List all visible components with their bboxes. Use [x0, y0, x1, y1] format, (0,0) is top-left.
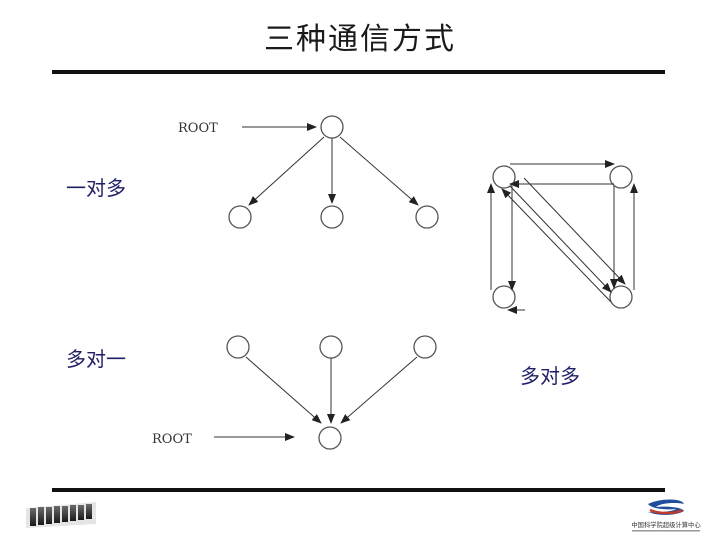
node-bottom-right [609, 285, 633, 309]
one-to-many-diagram: ROOT [178, 115, 439, 229]
many-to-one-label: 多对一 [66, 347, 126, 371]
source-node [319, 335, 343, 359]
root-node [318, 426, 342, 450]
edge-arrow [339, 136, 419, 206]
one-to-many-label: 一对多 [66, 176, 126, 200]
edge-arrow [509, 185, 612, 293]
logo-caption: 中国科学院超级计算中心 [631, 520, 701, 529]
edge-arrow [501, 188, 612, 303]
edge-arrow [523, 177, 626, 285]
root-node [320, 115, 344, 139]
edge-arrow [245, 356, 322, 424]
source-node [226, 335, 250, 359]
node-top-left [492, 165, 516, 189]
leaf-node [228, 205, 252, 229]
page-title: 三种通信方式 [264, 22, 456, 57]
node-top-right [609, 165, 633, 189]
one-to-many-root-label: ROOT [178, 121, 218, 136]
leaf-node [320, 205, 344, 229]
node-bottom-left [492, 285, 516, 309]
many-to-many-label: 多对多 [520, 364, 580, 388]
footer-divider [52, 488, 665, 492]
institution-logo: 中国科学院超级计算中心 [631, 499, 701, 532]
source-node [413, 335, 437, 359]
edge-arrow [340, 356, 418, 424]
server-rack-image [26, 502, 96, 528]
many-to-one-root-label: ROOT [152, 432, 192, 447]
many-to-many-diagram [487, 160, 638, 314]
leaf-node [415, 205, 439, 229]
edge-arrow [248, 136, 325, 206]
many-to-one-diagram: ROOT [152, 335, 437, 450]
title-divider [52, 70, 665, 74]
